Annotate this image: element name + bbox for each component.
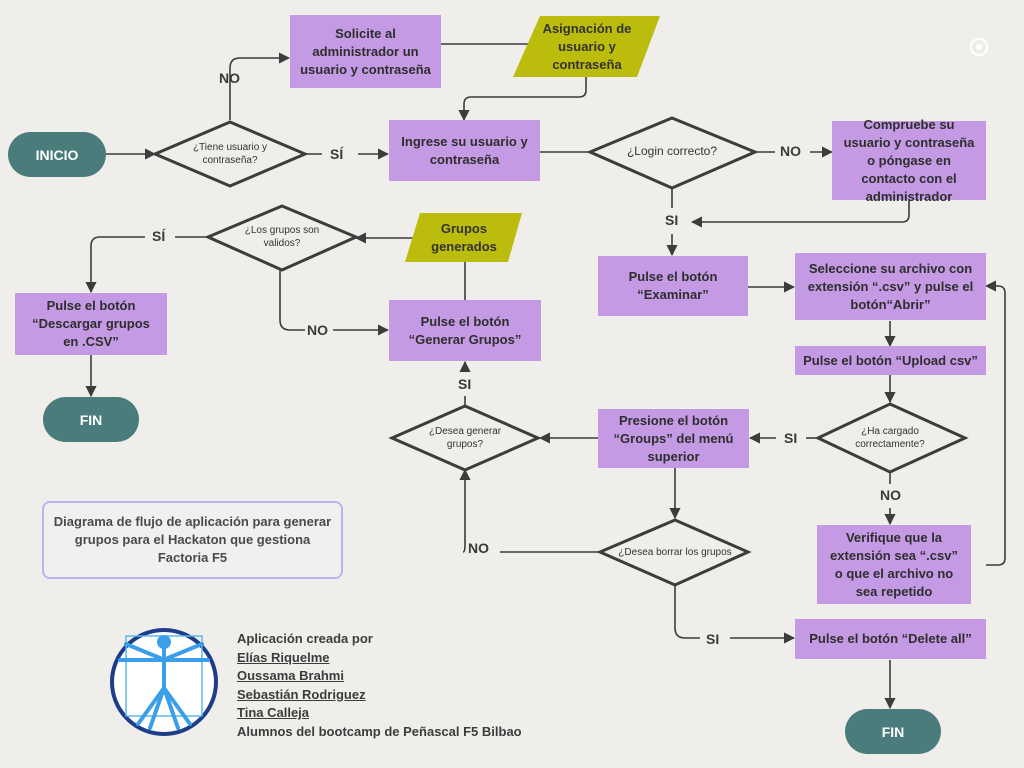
decision-validos-text: ¿Los grupos son validos? xyxy=(244,225,320,249)
label-no-login: NO xyxy=(780,143,801,159)
connector xyxy=(229,52,291,120)
author-name: Elías Riquelme xyxy=(237,649,330,665)
label-no-validos: NO xyxy=(307,322,328,338)
label-no-tiene: NO xyxy=(219,70,240,86)
faded-circle-icon xyxy=(970,38,988,56)
diamond-desea-generar xyxy=(388,404,542,472)
decision-shapes xyxy=(151,116,969,587)
diamond-login xyxy=(586,116,759,190)
connector xyxy=(674,585,700,639)
label-si-login: SI xyxy=(665,212,679,228)
author-name: Sebastián Rodriguez xyxy=(237,686,366,702)
connector xyxy=(690,200,910,228)
connectors xyxy=(85,43,1006,710)
process-solicite-usuario: Solicite al administrador un usuario y c… xyxy=(290,15,441,88)
label-si-validos: SÍ xyxy=(152,228,166,244)
credits-block: Aplicación creada por Elías Riquelme Ous… xyxy=(237,630,522,741)
process-verifique-extension: Verifique que la extensión sea “.csv” o … xyxy=(817,525,971,604)
credits-intro: Aplicación creada por xyxy=(237,631,373,646)
label-si-cargado: SI xyxy=(784,430,798,446)
connector xyxy=(85,236,145,294)
diamond-tiene-usuario xyxy=(151,120,309,188)
decision-desea-borrar-text: ¿Desea borrar los grupos xyxy=(618,546,732,558)
label-no-cargado: NO xyxy=(880,487,901,503)
connector xyxy=(279,270,305,331)
process-compruebe-usuario: Compruebe su usuario y contraseña o póng… xyxy=(832,117,986,204)
process-ingrese-usuario: Ingrese su usuario y contraseña xyxy=(389,120,540,181)
connector xyxy=(458,77,587,122)
process-presione-groups: Presione el botón “Groups” del menú supe… xyxy=(598,409,749,468)
diamond-desea-borrar xyxy=(596,518,752,587)
connector xyxy=(984,280,1006,566)
process-upload-csv: Pulse el botón “Upload csv” xyxy=(795,346,986,375)
diamond-ha-cargado xyxy=(814,402,969,474)
label-si-borrar: SI xyxy=(706,631,720,647)
end-terminal-right: FIN xyxy=(845,709,941,754)
parallelogram-asignacion xyxy=(513,16,660,77)
process-descargar-grupos: Pulse el botón “Descargar grupos en .CSV… xyxy=(15,293,167,355)
label-si-tiene: SÍ xyxy=(330,146,344,162)
data-shapes xyxy=(405,16,660,262)
connector xyxy=(459,468,471,553)
decision-tiene-usuario-text: ¿Tiene usuario y contraseña? xyxy=(192,142,268,166)
author-name: Tina Calleja xyxy=(237,705,310,720)
decision-ha-cargado-text: ¿Ha cargado correctamente? xyxy=(855,426,925,450)
start-terminal: INICIO xyxy=(8,132,106,177)
parallelogram-grupos-generados xyxy=(405,213,522,262)
label-no-borrar: NO xyxy=(468,540,489,556)
process-delete-all: Pulse el botón “Delete all” xyxy=(795,619,986,659)
end-terminal-left: FIN xyxy=(43,397,139,442)
process-generar-grupos: Pulse el botón “Generar Grupos” xyxy=(389,300,541,361)
data-grupos-generados-text: Grupos generados xyxy=(431,220,497,254)
decision-desea-generar-text: ¿Desea generar grupos? xyxy=(428,426,502,450)
diamond-validos xyxy=(204,204,360,272)
diagram-description-note: Diagrama de flujo de aplicación para gen… xyxy=(42,501,343,579)
vitruvian-man-logo xyxy=(110,628,218,736)
credits-outro: Alumnos del bootcamp de Peñascal F5 Bilb… xyxy=(237,723,522,739)
process-examinar: Pulse el botón “Examinar” xyxy=(598,256,748,316)
decision-login-text: ¿Login correcto? xyxy=(626,144,718,158)
process-seleccione-archivo: Seleccione su archivo con extensión “.cs… xyxy=(795,253,986,320)
author-name: Oussama Brahmi xyxy=(237,668,344,683)
data-asignacion-text: Asignación de usuario y contraseña xyxy=(542,20,632,72)
label-si-generar: SI xyxy=(458,376,472,392)
